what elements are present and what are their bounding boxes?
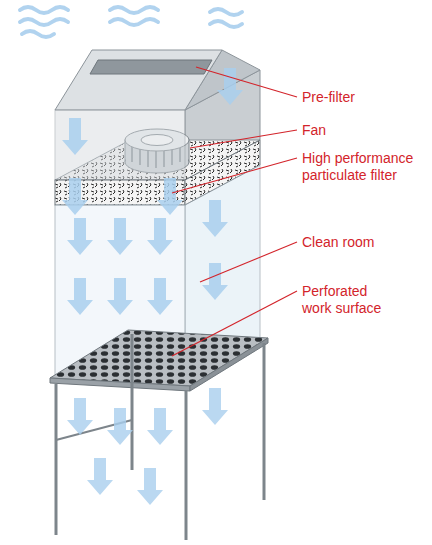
leader-line [172,291,297,356]
airflow-wave [110,7,158,13]
airflow-wave [210,9,242,15]
callout-label: Perforated work surface [302,283,394,317]
airflow-arrow [157,178,183,215]
table-leg [131,334,134,470]
fan-housing-front [55,110,185,180]
airflow-arrow [87,458,113,495]
airflow-arrow [107,218,133,255]
callout-label: Fan [302,122,432,139]
airflow-wave [20,7,68,13]
hood-roof [55,50,222,110]
airflow-arrow [62,178,88,215]
leader-line [200,242,297,282]
leader-line [196,67,297,97]
airflow-wave [22,31,54,37]
airflow-arrow [202,388,228,425]
airflow-arrow [62,118,88,155]
airflow-wave [110,19,158,25]
airflow-arrow [217,68,243,105]
airflow-arrow [67,278,93,315]
work-surface-edge [190,338,268,391]
airflow-arrow [67,398,93,435]
table-leg [55,384,58,535]
airflow-wave [210,21,242,27]
airflow-arrows [67,388,228,505]
work-surface-edge [50,378,190,391]
airflow-arrows [62,68,243,315]
airflow-arrow [202,263,228,300]
leader-line [172,158,297,193]
airflow-arrow [147,408,173,445]
callout-label: Pre-filter [302,89,432,106]
pre-filter-slot [90,60,212,74]
airflow-arrow [147,278,173,315]
leader-lines [172,67,297,356]
callout-label: High performance particulate filter [302,150,424,184]
leader-line [190,130,297,148]
airflow-arrow [137,468,163,505]
airflow-arrow [202,200,228,237]
table-legs [56,334,264,540]
airflow-arrow [147,218,173,255]
airflow-arrow [67,218,93,255]
airflow-wave [20,19,68,25]
airflow-arrow [107,278,133,315]
table-leg [185,391,188,540]
airflow-arrow [107,408,133,445]
callout-label: Clean room [302,234,432,251]
table-leg [263,343,266,500]
airflow-wave [20,7,242,37]
